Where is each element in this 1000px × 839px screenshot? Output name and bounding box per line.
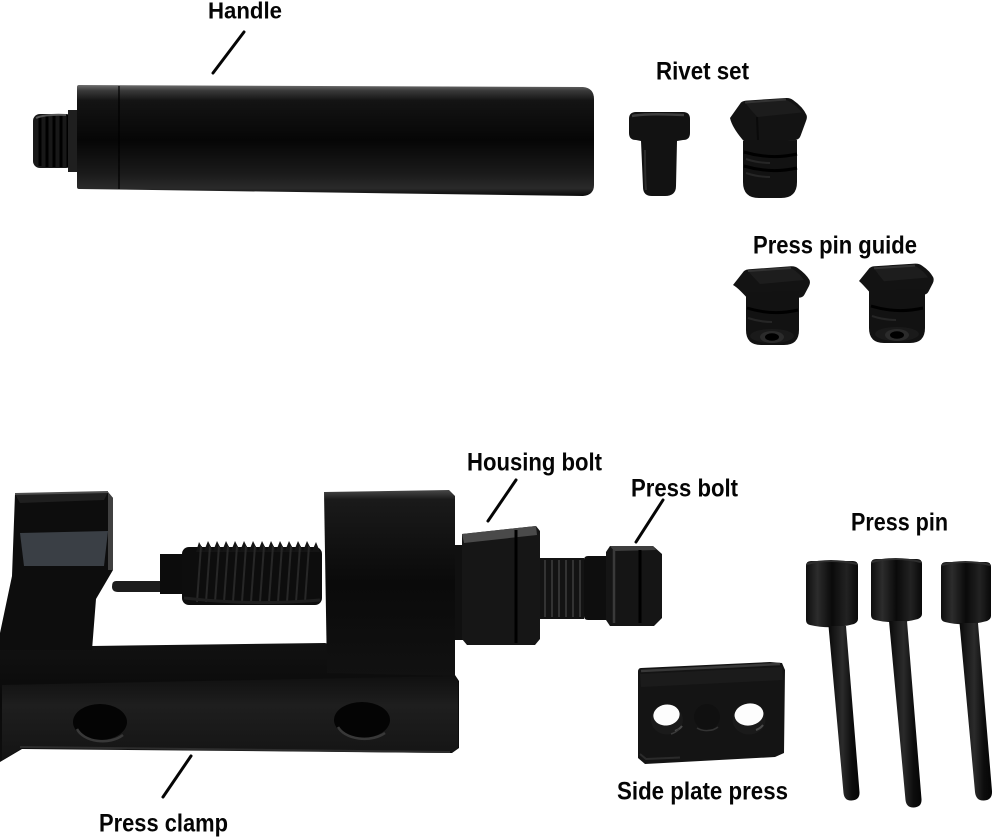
svg-text:Press pin guide: Press pin guide — [753, 232, 917, 260]
svg-text:Press bolt: Press bolt — [631, 475, 739, 503]
svg-text:Rivet set: Rivet set — [656, 58, 750, 86]
svg-text:Housing bolt: Housing bolt — [467, 448, 603, 476]
svg-text:Press pin: Press pin — [851, 509, 948, 537]
svg-text:Press clamp: Press clamp — [99, 810, 228, 838]
svg-text:Handle: Handle — [208, 0, 282, 24]
svg-text:Side plate press: Side plate press — [617, 777, 788, 805]
